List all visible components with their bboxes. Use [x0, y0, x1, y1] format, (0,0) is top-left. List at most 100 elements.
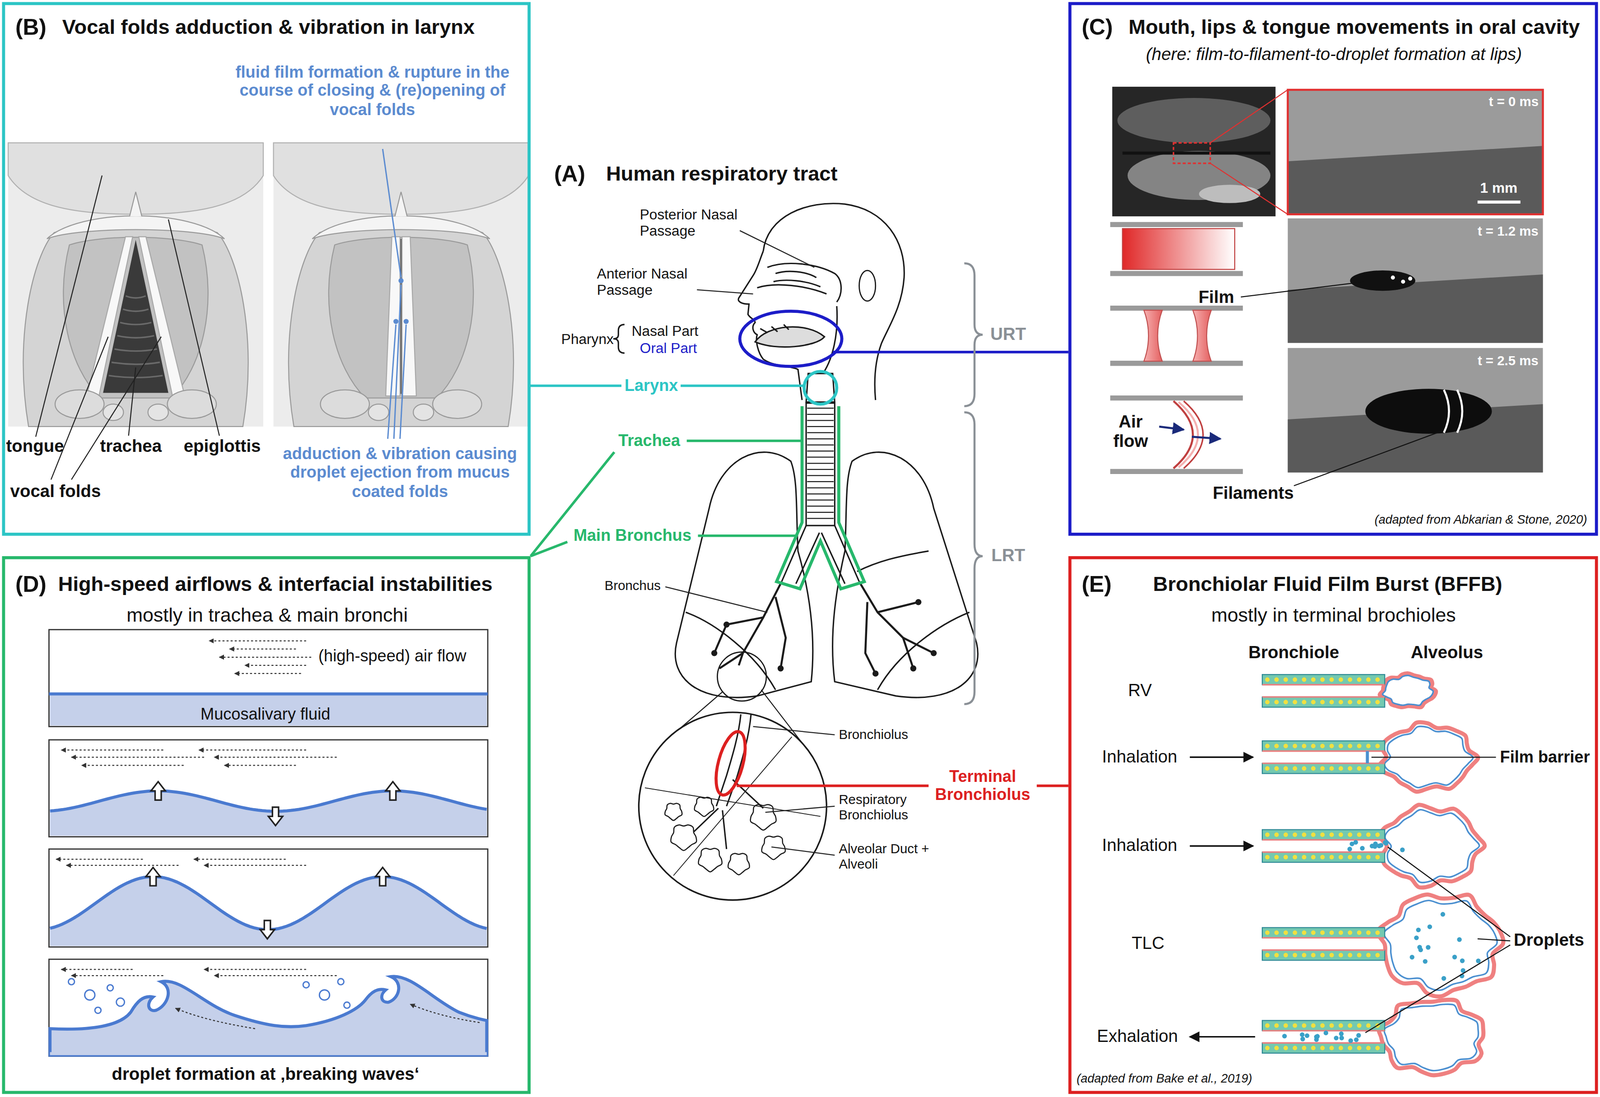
- wave-schematic: [50, 876, 487, 947]
- bronchiole-wall: [1292, 1023, 1297, 1029]
- bronchiole-wall: [1329, 953, 1335, 958]
- larynx-illustration: [8, 142, 264, 427]
- anatomy-label: Posterior Nasal Passage: [639, 206, 742, 240]
- bronchiole-wall: [1301, 855, 1307, 860]
- airflow-arrow: [244, 665, 307, 667]
- panel-box: (D)High-speed airflows & interfacial ins…: [2, 556, 531, 1095]
- larynx-illustration: [312, 215, 490, 239]
- alveolus-shape: [1379, 673, 1437, 708]
- leader-line: [393, 284, 402, 439]
- bronchiole-wall: [1274, 855, 1279, 860]
- bronchiole-wall: [1357, 930, 1362, 936]
- leader-line: [1371, 756, 1497, 758]
- leader-line: [739, 230, 815, 268]
- bronchiole-wall: [1366, 832, 1371, 838]
- droplet: [1304, 1033, 1310, 1039]
- bronchiole-wall: [1366, 699, 1371, 705]
- film-schematic: [1159, 426, 1184, 430]
- airflow-arrow: [229, 648, 296, 650]
- respiratory-tract-illustration: [711, 650, 718, 657]
- bronchiole-wall: [1329, 1046, 1335, 1051]
- larynx-illustration: [394, 191, 407, 217]
- airflow-arrow: [81, 765, 184, 766]
- leader-line: [1293, 430, 1443, 486]
- respiratory-tract-illustration: [685, 612, 776, 691]
- bronchiole-wall: [1283, 766, 1288, 771]
- leader-line: [400, 324, 407, 439]
- phase-label: RV: [1128, 681, 1153, 701]
- panel-title: Human respiratory tract: [606, 161, 838, 186]
- bronchiole-wall: [1264, 832, 1270, 838]
- alveolus-shape: [1380, 805, 1485, 889]
- droplet: [68, 979, 75, 986]
- bronchiole-wall: [1320, 766, 1325, 771]
- panel-subtitle: mostly in trachea & main bronchi: [126, 604, 408, 627]
- lip-photograph: [1198, 184, 1261, 204]
- bronchiole-wall: [1310, 1046, 1316, 1051]
- high-speed-frame: [1287, 274, 1544, 343]
- source-note: (adapted from Abkarian & Stone, 2020): [1374, 513, 1588, 528]
- anatomy-label: Bronchus: [604, 578, 661, 594]
- panel-letter: (B): [15, 13, 47, 40]
- part-label: Filaments: [1212, 483, 1294, 504]
- respiratory-tract-illustration: [777, 665, 784, 672]
- part-label: Film: [1198, 287, 1235, 308]
- bronchiole-wall: [1292, 1046, 1297, 1051]
- panel-subtitle: (here: film-to-filament-to-droplet forma…: [1146, 44, 1523, 65]
- bronchiole-wall: [1320, 743, 1325, 749]
- bronchiole-schematic: [1262, 851, 1385, 854]
- larynx-illustration: [273, 142, 529, 427]
- bronchiole-wall: [1357, 699, 1362, 705]
- respiratory-tract-illustration: [717, 652, 766, 702]
- leader-line: [393, 318, 399, 324]
- bronchiole-wall: [1329, 832, 1335, 838]
- bronchiole-wall: [1310, 953, 1316, 958]
- bronchiole-wall: [1264, 699, 1270, 705]
- leader-line: [71, 336, 162, 480]
- anatomy-label: trachea: [99, 436, 162, 457]
- bronchiole-wall: [1283, 1023, 1288, 1029]
- bronchiole-wall: [1264, 930, 1270, 936]
- bronchiole-wall: [1329, 855, 1335, 860]
- respiratory-tract-illustration: [915, 599, 922, 606]
- wave-schematic: [48, 629, 488, 1057]
- bronchiole-wall: [1338, 699, 1344, 705]
- respiratory-tract-illustration: [806, 414, 834, 416]
- bronchiole-wall: [1292, 855, 1297, 860]
- bronchiole-wall: [1262, 1043, 1385, 1054]
- respiratory-tract-illustration: [714, 617, 764, 654]
- respiratory-tract-illustration: [664, 803, 682, 821]
- bronchiole-wall: [1329, 766, 1335, 771]
- bronchiole-wall: [1375, 953, 1380, 958]
- leader-line: [403, 318, 409, 324]
- droplet: [1323, 1030, 1329, 1036]
- bronchiole-wall: [1274, 832, 1279, 838]
- annotation: fluid film formation & rupture in the co…: [219, 63, 526, 120]
- bronchiole-wall: [1292, 930, 1297, 936]
- bronchiole-wall: [1338, 677, 1344, 683]
- leader-line: [35, 175, 103, 438]
- respiratory-tract-illustration: [910, 665, 917, 672]
- bronchiole-wall: [1301, 699, 1307, 705]
- bronchiole-wall: [1329, 930, 1335, 936]
- bronchiole-wall: [1301, 953, 1307, 958]
- droplet: [303, 982, 310, 989]
- bronchiole-wall: [1357, 953, 1362, 958]
- panel-title: High-speed airflows & interfacial instab…: [58, 572, 493, 596]
- respiratory-tract-illustration: [806, 432, 834, 434]
- airflow-arrow: [214, 975, 337, 977]
- leader-line: [1240, 281, 1366, 298]
- wave-schematic: [50, 791, 487, 836]
- bronchiole-wall: [1347, 743, 1353, 749]
- respiratory-tract-illustration: [613, 203, 978, 901]
- bronchiole-wall: [1262, 1021, 1385, 1032]
- bronchiole-wall: [1301, 832, 1307, 838]
- bronchiole-wall: [1320, 1023, 1325, 1029]
- respiratory-tract-illustration: [806, 462, 834, 464]
- airflow-arrow: [71, 975, 164, 977]
- part-label: (high-speed) air flow: [318, 647, 467, 667]
- bronchiole-wall: [1366, 1046, 1371, 1051]
- respiratory-tract-illustration: [806, 475, 834, 476]
- droplet: [107, 984, 114, 992]
- airflow-arrow: [219, 657, 312, 658]
